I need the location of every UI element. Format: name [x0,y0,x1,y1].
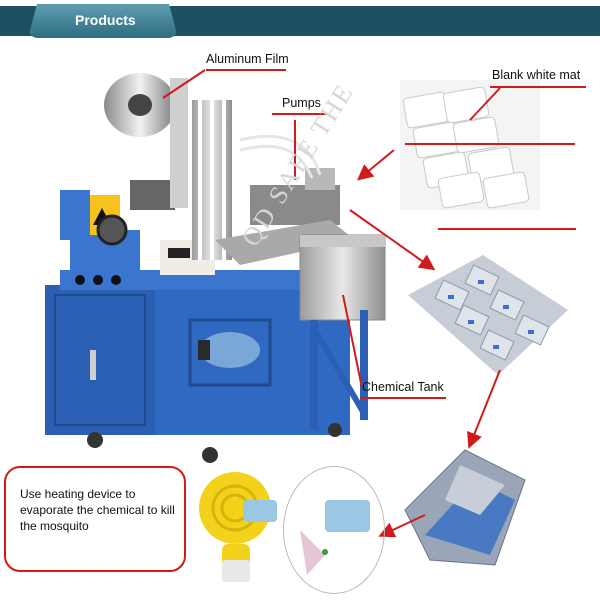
divider-right-top [405,143,575,145]
products-tab[interactable] [28,4,178,38]
packaging-machine [45,73,386,463]
underline-chemical-tank [360,397,446,399]
callout-box [4,466,186,572]
opened-sachet [404,449,526,566]
underline-pumps [272,113,328,115]
mosquito-repeller [199,472,277,582]
blank-white-mats [400,80,540,210]
callout-text: Use heating device to evaporate the chem… [20,487,175,533]
label-aluminum-film: Aluminum Film [206,52,289,66]
label-pumps: Pumps [282,96,321,110]
label-chemical-tank: Chemical Tank [362,380,444,394]
detail-circle [283,466,385,594]
annotation-lines [162,69,501,538]
header-title: Products [75,12,136,28]
label-blank-white-mat: Blank white mat [492,68,581,82]
foil-sachets [408,255,568,375]
underline-aluminum-film [206,69,286,71]
divider-right-mid [438,228,576,230]
underline-blank-mat [490,86,586,88]
